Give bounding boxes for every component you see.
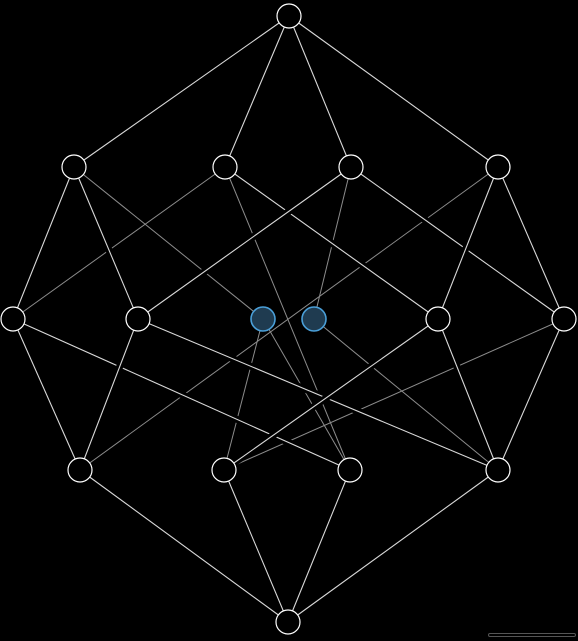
edge-n01-n08	[73, 166, 264, 320]
edge-n03-n06	[137, 166, 352, 320]
edge-n05-n13	[12, 318, 351, 471]
graph-node[interactable]	[551, 306, 577, 332]
edge-n06-n11	[79, 318, 139, 471]
graph-node[interactable]	[485, 457, 511, 483]
edge-n00-n03	[288, 15, 352, 168]
edge-n07-n12	[223, 318, 439, 471]
edge-n12-n15	[223, 469, 289, 623]
edge-n04-n10	[497, 166, 565, 320]
edge-n01-n05	[12, 166, 75, 320]
graph-node-selected[interactable]	[301, 306, 327, 332]
edge-n10-n14	[497, 318, 565, 471]
horizontal-scrollbar[interactable]	[488, 633, 576, 637]
edge-n13-n15	[287, 469, 351, 623]
edge-n00-n02	[224, 15, 290, 168]
edge-n10-n12	[223, 318, 565, 471]
graph-node[interactable]	[425, 306, 451, 332]
edge-layer	[9, 13, 568, 625]
edge-n00-n01	[73, 15, 290, 168]
edge-n04-n07	[437, 166, 499, 320]
graph-node[interactable]	[211, 457, 237, 483]
edge-n03-n10	[350, 166, 565, 320]
edge-n11-n15	[79, 469, 289, 623]
graph-node[interactable]	[337, 457, 363, 483]
graph-node[interactable]	[61, 154, 87, 180]
graph-node[interactable]	[125, 306, 151, 332]
graph-node[interactable]	[275, 609, 301, 635]
edge-n00-n04	[288, 15, 499, 168]
edge-n05-n11	[12, 318, 81, 471]
graph-node[interactable]	[485, 154, 511, 180]
graph-node[interactable]	[276, 3, 302, 29]
edge-n07-n14	[437, 318, 499, 471]
graph-node[interactable]	[67, 457, 93, 483]
edge-n02-n05	[12, 166, 226, 320]
edge-n04-n11	[79, 166, 499, 471]
graph-node-selected[interactable]	[250, 306, 276, 332]
graph-node[interactable]	[338, 154, 364, 180]
edge-n09-n14	[313, 318, 499, 471]
graph-node[interactable]	[212, 154, 238, 180]
edge-n02-n13	[224, 166, 351, 471]
graph-node[interactable]	[0, 306, 26, 332]
edge-n08-n12	[223, 318, 264, 471]
node-layer	[0, 3, 577, 635]
edge-n02-n07	[224, 166, 439, 320]
edge-n06-n14	[137, 318, 499, 471]
edge-n14-n15	[287, 469, 499, 623]
edge-n01-n06	[73, 166, 139, 320]
edge-n08-n13	[262, 318, 351, 471]
